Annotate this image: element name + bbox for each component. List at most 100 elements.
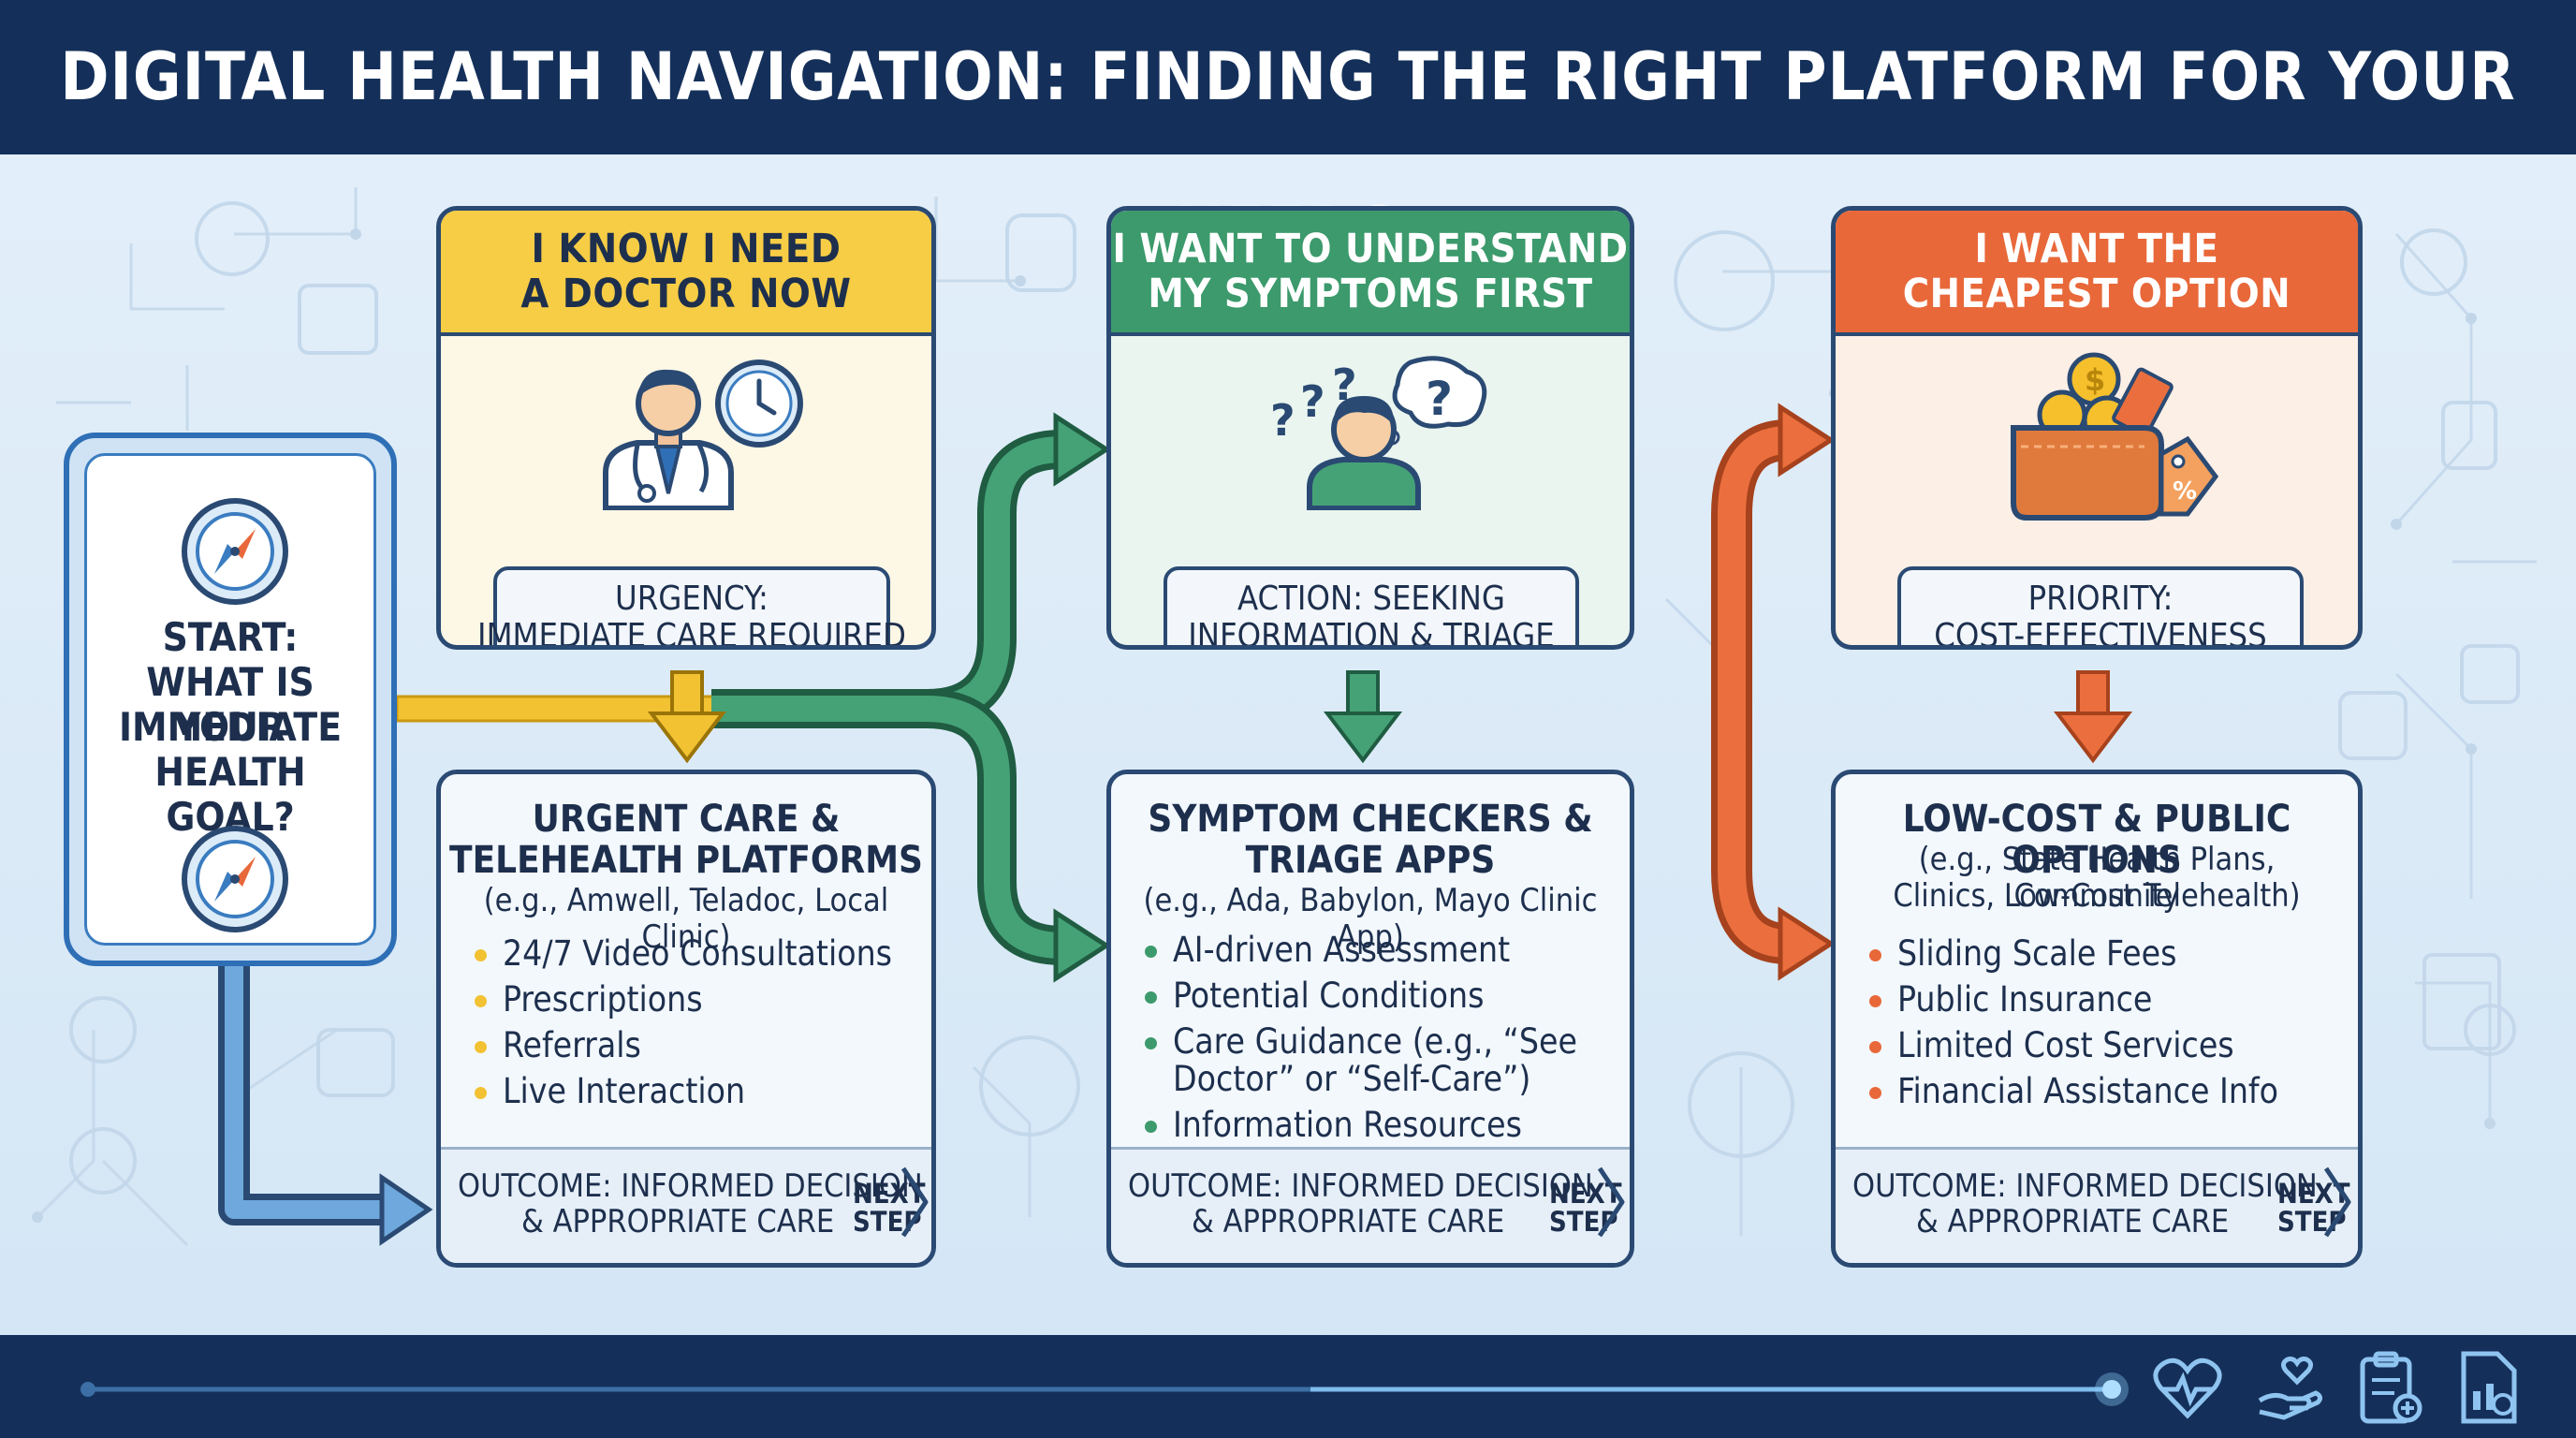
outcome-text: & APPROPRIATE CARE [1916, 1203, 2230, 1240]
outcome-text: & APPROPRIATE CARE [1192, 1203, 1505, 1240]
list-item: Sliding Scale Fees [1864, 935, 2339, 973]
doctor-with-clock-icon [603, 360, 803, 510]
list-item: AI-driven Assessment [1139, 932, 1611, 969]
list-item: Financial Assistance Info [1864, 1073, 2339, 1110]
page-title: DIGITAL HEALTH NAVIGATION: FINDING THE R… [60, 38, 2516, 270]
heart-pulse-icon [2153, 1357, 2222, 1419]
outcome-bar: OUTCOME: INFORMED DECISION & APPROPRIATE… [441, 1147, 931, 1263]
list-item: 24/7 Video Consultations [469, 935, 913, 973]
choice-tag-line: ACTION: SEEKING [1237, 580, 1505, 618]
choice-tag-cheapest: PRIORITY: COST-EFFECTIVENESS [1897, 566, 2304, 650]
choice-header-line: I KNOW I NEED [531, 226, 842, 272]
result-card-symptom-checkers: SYMPTOM CHECKERS & TRIAGE APPS (e.g., Ad… [1106, 770, 1634, 1268]
choice-tag-line: INFORMATION & TRIAGE [1188, 617, 1555, 650]
document-chart-icon [2461, 1351, 2517, 1424]
choice-card-doctor: I KNOW I NEED A DOCTOR NOW URGENCY: IMME… [436, 206, 936, 650]
bullet-dot [1869, 995, 1881, 1007]
result-examples: (e.g., Ada, Babylon, Mayo Clinic App) [1143, 882, 1598, 956]
list-item: Public Insurance [1864, 981, 2339, 1019]
bullet-dot [1869, 1041, 1881, 1053]
bullet-dot [475, 1041, 487, 1053]
result-title-line: SYMPTOM CHECKERS & [1148, 798, 1593, 841]
result-title-line: URGENT CARE & [532, 798, 841, 841]
bullet-dot [1145, 991, 1157, 1004]
orange-branch-arrow [1711, 403, 1836, 981]
result-bullet-list: 24/7 Video Consultations Prescriptions R… [469, 935, 913, 1119]
start-inner-panel: START: WHAT IS YOUR IMMEDIATE HEALTH GOA… [84, 453, 376, 946]
bullet-text: Public Insurance [1897, 979, 2153, 1020]
bullet-dot [1145, 1037, 1157, 1049]
bullet-text: AI-driven Assessment [1173, 930, 1511, 970]
outcome-bar: OUTCOME: INFORMED DECISION & APPROPRIATE… [1111, 1147, 1630, 1263]
list-item: Potential Conditions [1139, 977, 1611, 1015]
down-arrow-yellow [647, 670, 727, 764]
choice-card-symptoms: I WANT TO UNDERSTAND MY SYMPTOMS FIRST ?… [1106, 206, 1634, 650]
svg-text:?: ? [1426, 372, 1453, 426]
start-text-line: IMMEDIATE [118, 704, 343, 750]
choice-header-line: A DOCTOR NOW [520, 271, 852, 317]
choice-tag-line: URGENCY: [615, 580, 768, 618]
bullet-text: Sliding Scale Fees [1897, 933, 2177, 974]
compass-icon [182, 498, 288, 605]
chevron-right-icon[interactable] [2322, 1165, 2352, 1240]
header-bar: DIGITAL HEALTH NAVIGATION: FINDING THE R… [0, 0, 2576, 270]
result-examples: Clinics, Low-Cost Telehealth) [1893, 877, 2301, 915]
choice-header-line: I WANT THE [1974, 226, 2219, 272]
bullet-dot [1869, 1087, 1881, 1099]
bullet-text: Referrals [503, 1025, 641, 1065]
bullet-dot [475, 1087, 487, 1099]
bullet-text: Care Guidance (e.g., “See Doctor” or “Se… [1173, 1021, 1577, 1099]
result-examples: (e.g., State Health Plans, Community [1918, 841, 2276, 915]
list-item: Limited Cost Services [1864, 1027, 2339, 1064]
result-bullet-list: AI-driven Assessment Potential Condition… [1139, 932, 1611, 1152]
result-card-urgent-care: URGENT CARE & TELEHEALTH PLATFORMS (e.g.… [436, 770, 936, 1268]
compass-icon [182, 826, 288, 932]
chevron-right-icon[interactable] [1596, 1165, 1626, 1240]
bullet-dot [1145, 1121, 1157, 1133]
result-title: LOW-COST & PUBLIC OPTIONS [1902, 798, 2291, 882]
choice-tag-symptoms: ACTION: SEEKING INFORMATION & TRIAGE [1164, 566, 1579, 650]
choice-header-line: MY SYMPTOMS FIRST [1148, 271, 1593, 317]
confused-person-icon: ? ? ? ? [1270, 356, 1487, 510]
list-item: Live Interaction [469, 1073, 913, 1110]
chevron-right-icon[interactable] [900, 1165, 929, 1240]
result-title-line: TELEHEALTH PLATFORMS [449, 839, 923, 882]
result-examples: (e.g., Amwell, Teladoc, Local Clinic) [483, 882, 889, 956]
choice-header-cheapest: I WANT THE CHEAPEST OPTION [1836, 211, 2358, 336]
bullet-text: Information Resources [1173, 1105, 1522, 1145]
result-bullet-list: Sliding Scale Fees Public Insurance Limi… [1864, 935, 2339, 1119]
down-arrow-green [1323, 670, 1403, 764]
result-card-low-cost: LOW-COST & PUBLIC OPTIONS (e.g., State H… [1831, 770, 2363, 1268]
down-arrow-orange [2053, 670, 2133, 764]
svg-text:%: % [2173, 477, 2197, 506]
choice-tag-line: COST-EFFECTIVENESS [1934, 617, 2267, 650]
start-text-line: START: [162, 614, 299, 660]
svg-text:$: $ [2085, 362, 2105, 398]
bullet-text: Limited Cost Services [1897, 1025, 2234, 1065]
bullet-dot [475, 995, 487, 1007]
choice-tag-line: PRIORITY: [2027, 580, 2174, 618]
bullet-text: Live Interaction [503, 1071, 746, 1111]
list-item: Referrals [469, 1027, 913, 1064]
outcome-text: OUTCOME: INFORMED DECISION [458, 1167, 923, 1205]
choice-header-line: I WANT TO UNDERSTAND [1112, 226, 1629, 272]
svg-text:?: ? [1270, 395, 1295, 446]
outcome-bar: OUTCOME: INFORMED DECISION & APPROPRIATE… [1836, 1147, 2358, 1263]
result-title: URGENT CARE & TELEHEALTH PLATFORMS [441, 799, 931, 881]
hand-heart-icon [2258, 1357, 2323, 1420]
start-text-line: WHAT IS YOUR [146, 659, 315, 750]
result-title: SYMPTOM CHECKERS & TRIAGE APPS [1111, 799, 1630, 881]
next-step-button[interactable]: NEXT STEP [2277, 1180, 2350, 1236]
bullet-text: Potential Conditions [1173, 976, 1485, 1016]
choice-card-cheapest: I WANT THE CHEAPEST OPTION $ % PRIORITY:… [1831, 206, 2363, 650]
outcome-text: OUTCOME: INFORMED DECISION [1852, 1167, 2318, 1205]
bullet-dot [1869, 949, 1881, 961]
choice-tag-doctor: URGENCY: IMMEDIATE CARE REQUIRED [477, 566, 906, 645]
bullet-dot [1145, 946, 1157, 958]
list-item: Information Resources [1139, 1107, 1611, 1144]
outcome-text: OUTCOME: INFORMED DECISION [1128, 1167, 1593, 1205]
start-box: START: WHAT IS YOUR IMMEDIATE HEALTH GOA… [64, 433, 397, 966]
choice-header-symptoms: I WANT TO UNDERSTAND MY SYMPTOMS FIRST [1111, 211, 1630, 336]
wallet-with-coins-icon: $ % [2011, 352, 2219, 521]
start-text-line: HEALTH GOAL? [154, 749, 306, 840]
